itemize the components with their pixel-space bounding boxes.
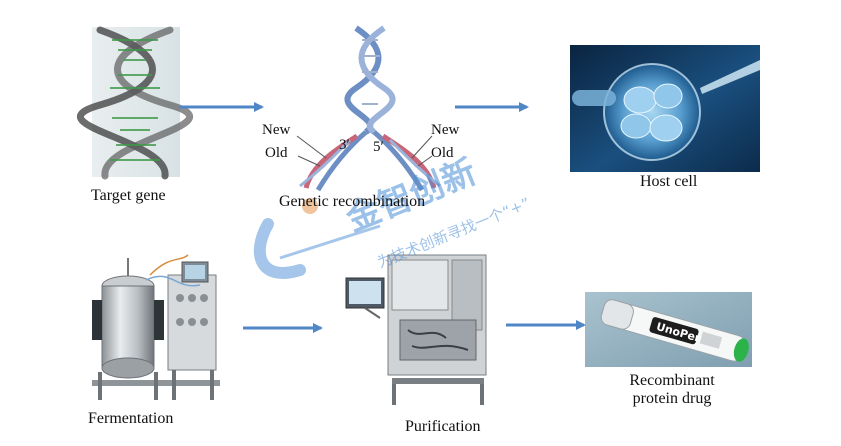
dna-replication-image [296, 25, 441, 192]
recombinant-drug-label-line1: Recombinant [629, 372, 715, 389]
dna-old-left-label: Old [265, 145, 288, 161]
host-cell-label: Host cell [640, 173, 698, 190]
dna-new-left-label: New [262, 122, 291, 138]
recombinant-drug-label: Recombinant protein drug [617, 372, 727, 409]
dna-new-right-label: New [431, 122, 460, 138]
dna-old-right-label: Old [431, 145, 454, 161]
flow-arrows [180, 102, 586, 333]
recombinant-drug-label-line2: protein drug [632, 390, 712, 408]
genetic-recombination-label: Genetic recombination [279, 193, 426, 210]
fermentation-image [92, 254, 220, 400]
watermark-logo [253, 198, 381, 279]
target-gene-image [76, 26, 194, 180]
target-gene-label: Target gene [91, 187, 166, 204]
dna-three-prime-label: 3′ [339, 137, 350, 153]
recombinant-drug-image: UnoPen [585, 292, 752, 367]
dna-five-prime-label: 5′ [373, 139, 384, 155]
purification-image [345, 254, 487, 405]
purification-label: Purification [405, 418, 481, 435]
fermentation-label: Fermentation [88, 410, 174, 427]
host-cell-image [570, 45, 760, 172]
